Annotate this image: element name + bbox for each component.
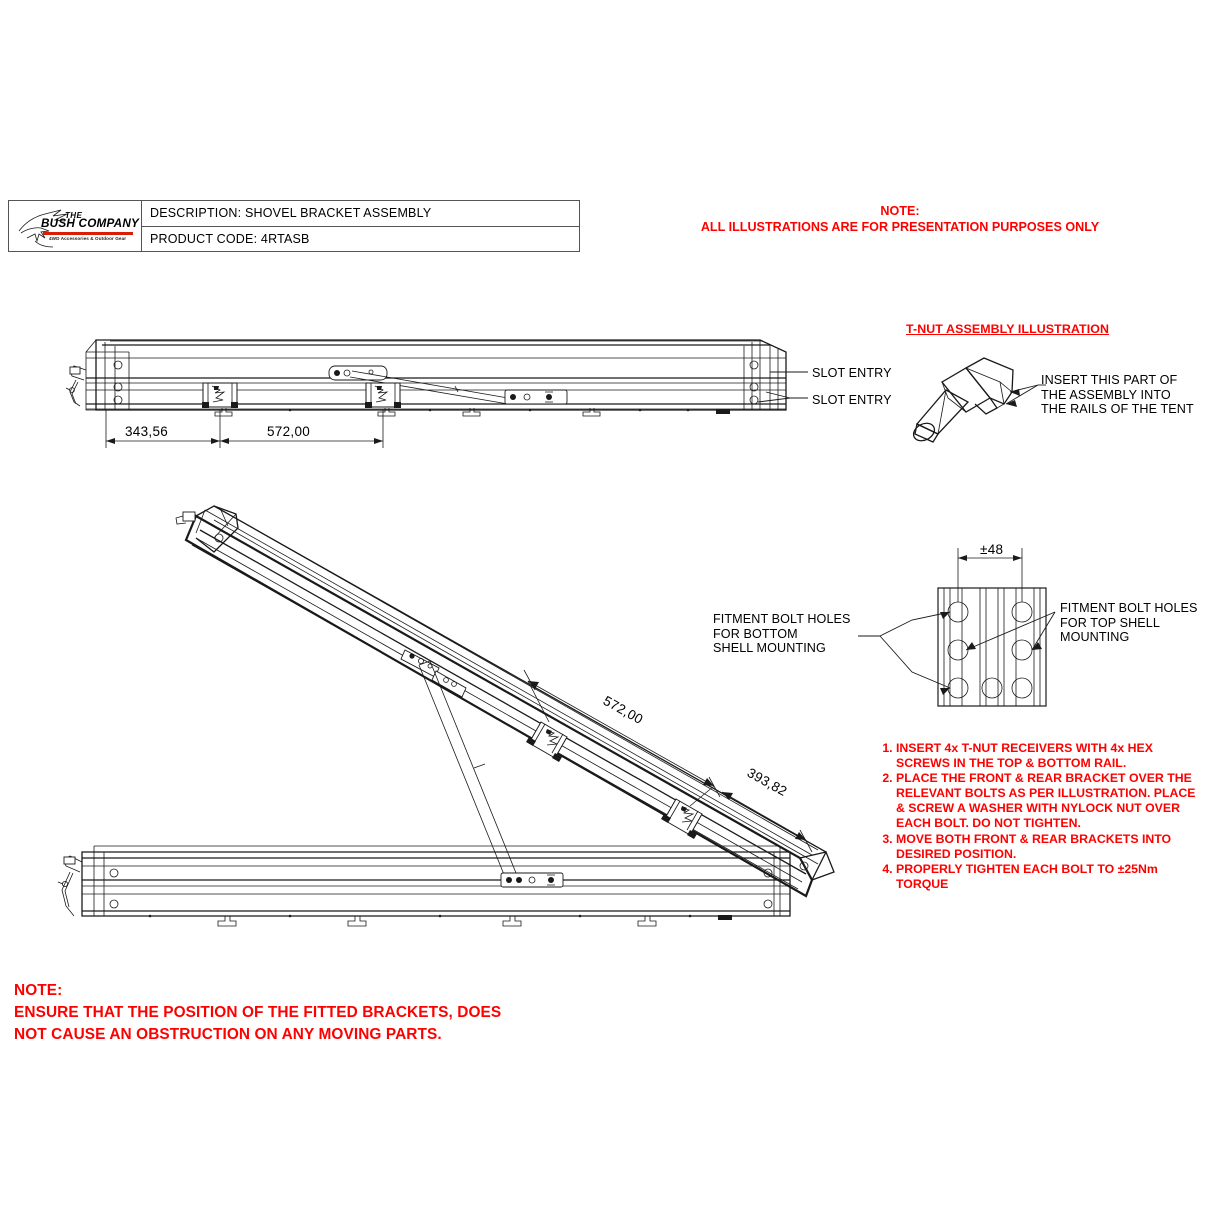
bottom-note: NOTE: ENSURE THAT THE POSITION OF THE FI… [14,980,501,1046]
slot-entry-label-top: SLOT ENTRY [812,366,892,380]
main-view-base [57,845,791,927]
logo-name-text: BUSH COMPANY [41,218,140,230]
bracket-detail-view [858,548,1056,707]
title-block-text: DESCRIPTION: SHOVEL BRACKET ASSEMBLY PRO… [142,201,579,251]
base-left-latch [57,855,83,917]
step-item: MOVE BOTH FRONT & REAR BRACKETS INTO DES… [896,832,1196,862]
step-item: INSERT 4x T-NUT RECEIVERS WITH 4x HEX SC… [896,741,1196,771]
dimension-48: ±48 [980,542,1004,557]
tnut-callout-label: INSERT THIS PART OF THE ASSEMBLY INTO TH… [1041,373,1194,417]
main-view-strut-plate [400,649,467,698]
main-view-bracket-2 [661,798,703,839]
step-item: PROPERLY TIGHTEN EACH BOLT TO ±25Nm TORQ… [896,862,1196,892]
base-strut-plate [500,872,564,888]
logo-the-text: THE [65,211,83,220]
base-mount-feet [148,914,732,927]
description-row: DESCRIPTION: SHOVEL BRACKET ASSEMBLY [142,201,579,227]
bush-company-logo: THE BUSH COMPANY 4WD Accessories & Outdo… [15,205,140,249]
top-view-bracket-2 [365,382,401,417]
top-note-heading: NOTE: [880,204,920,218]
top-view-strut [328,365,568,405]
left-latch [65,365,87,407]
assembly-steps: INSERT 4x T-NUT RECEIVERS WITH 4x HEX SC… [866,741,1196,892]
top-shell-mounting-label: FITMENT BOLT HOLES FOR TOP SHELL MOUNTIN… [1060,601,1198,645]
top-view-bracket-1 [202,382,238,417]
main-view-lid [175,505,835,898]
slot-entry-label-bottom: SLOT ENTRY [812,393,892,407]
title-block: THE BUSH COMPANY 4WD Accessories & Outdo… [8,200,580,252]
logo-cell: THE BUSH COMPANY 4WD Accessories & Outdo… [9,201,142,251]
step-item: PLACE THE FRONT & REAR BRACKET OVER THE … [896,771,1196,831]
product-code-row: PRODUCT CODE: 4RTASB [150,231,310,246]
top-note: NOTE: ALL ILLUSTRATIONS ARE FOR PRESENTA… [600,203,1200,235]
tnut-illustration [912,357,1046,443]
main-view-bracket-1 [526,721,568,762]
logo-red-bar [43,232,133,235]
main-view-open-shell [57,505,835,927]
main-view-gas-strut [418,660,517,878]
dimension-572-top: 572,00 [267,424,311,439]
top-view-mount-feet [288,408,730,417]
bottom-note-heading: NOTE: [14,982,63,999]
bottom-note-line1: ENSURE THAT THE POSITION OF THE FITTED B… [14,1004,502,1021]
bottom-note-line2: NOT CAUSE AN OBSTRUCTION ON ANY MOVING P… [14,1026,442,1043]
logo-mark-icon [18,209,68,248]
top-note-body: ALL ILLUSTRATIONS ARE FOR PRESENTATION P… [700,220,1100,234]
dimension-343: 343,56 [125,424,169,439]
tnut-illustration-heading: T-NUT ASSEMBLY ILLUSTRATION [906,322,1110,336]
logo-tagline-text: 4WD Accessories & Outdoor Gear [49,236,127,241]
top-view-dimensions [105,410,384,448]
bottom-shell-mounting-label: FITMENT BOLT HOLES FOR BOTTOM SHELL MOUN… [713,612,851,656]
main-view-dimensions [523,669,813,853]
top-view-closed-shell [65,339,808,448]
